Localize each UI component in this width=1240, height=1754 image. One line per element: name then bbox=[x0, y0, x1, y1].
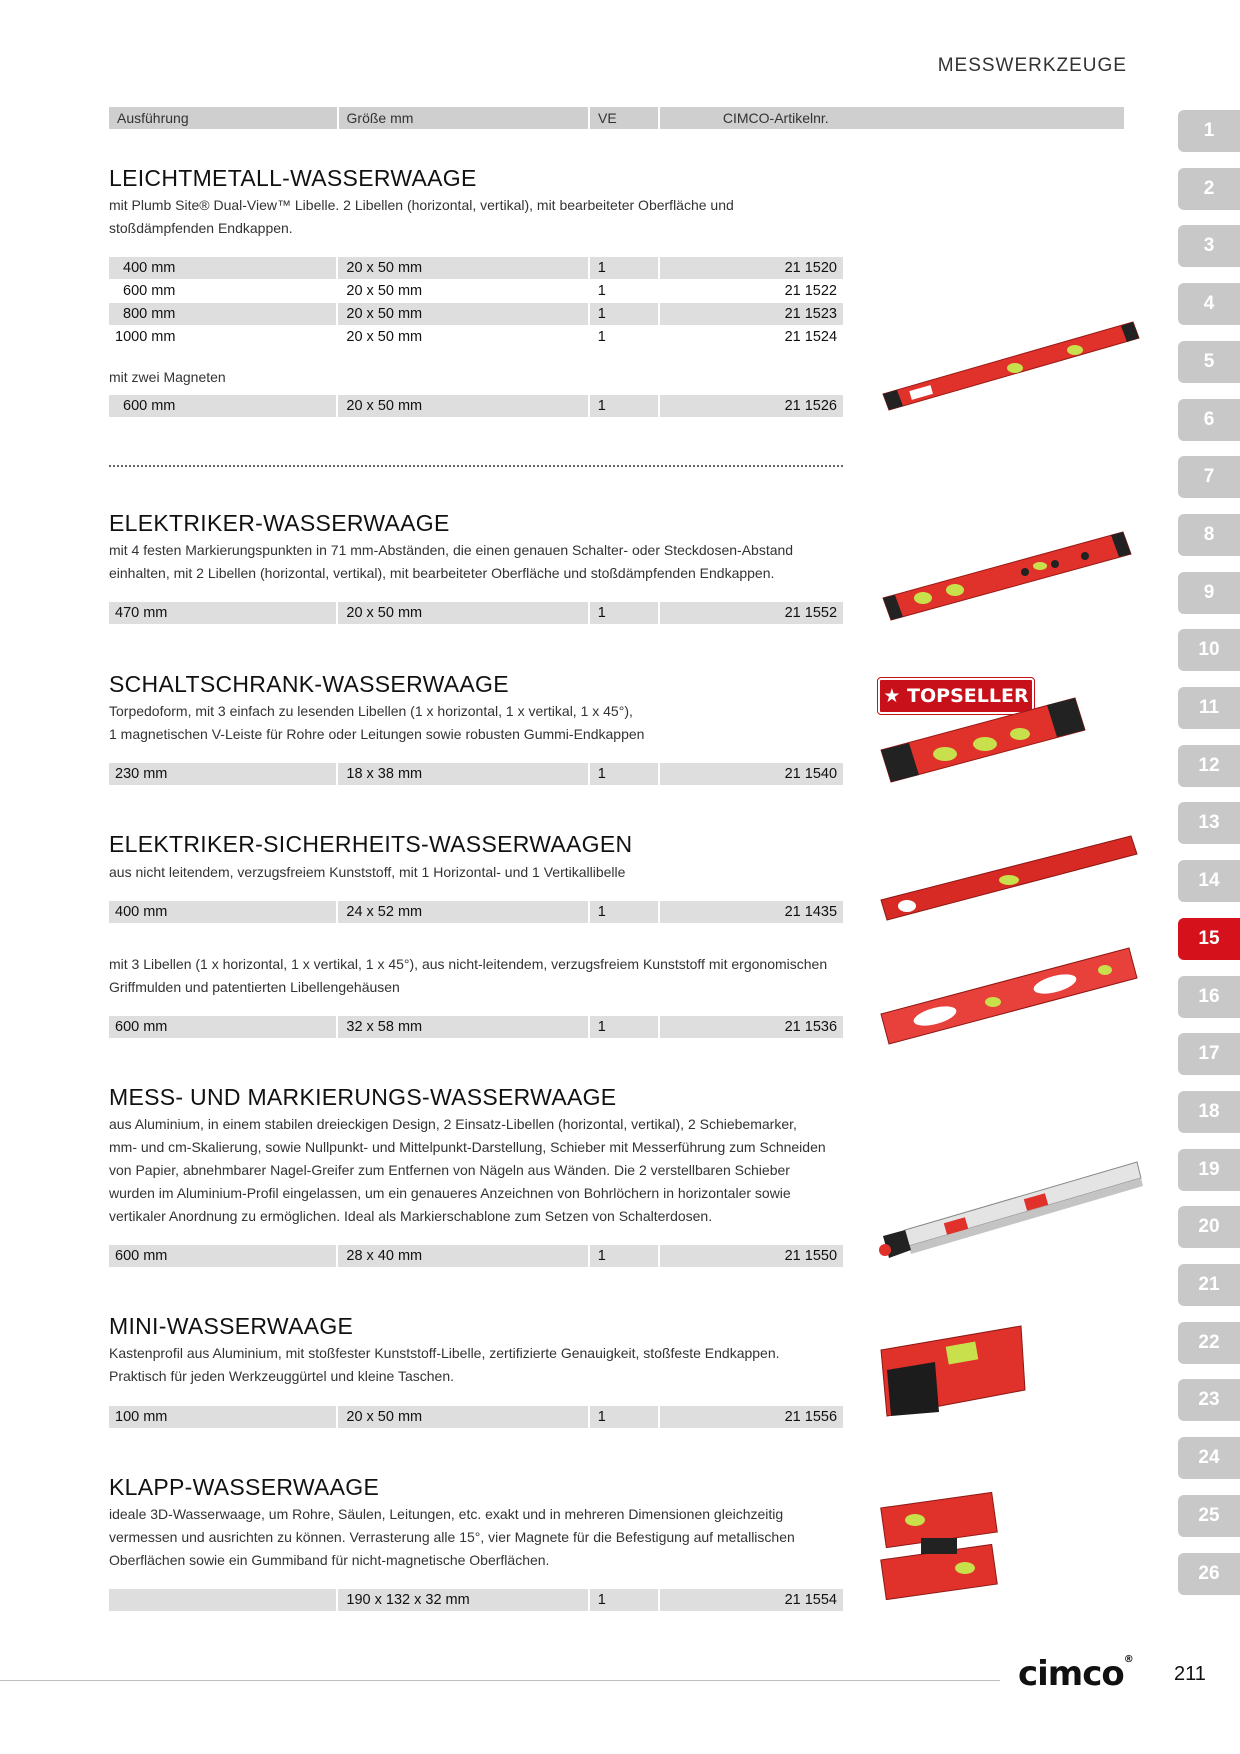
product-title: KLAPP-WASSERWAAGE bbox=[109, 1474, 380, 1500]
chapter-tab-23[interactable]: 23 bbox=[1178, 1379, 1240, 1421]
sicherheits-level-400-image bbox=[880, 835, 1138, 921]
product-description: mit 4 festen Markierungspunkten in 71 mm… bbox=[109, 542, 794, 581]
product-description: mit Plumb Site® Dual-View™ Libelle. 2 Li… bbox=[109, 197, 734, 236]
sicherheits-level-600-image bbox=[880, 947, 1138, 1045]
product-title: ELEKTRIKER-WASSERWAAGE bbox=[109, 510, 450, 536]
mini-level-image bbox=[880, 1325, 1026, 1417]
schaltschrank-level-image bbox=[880, 697, 1086, 783]
product-title: SCHALTSCHRANK-WASSERWAAGE bbox=[109, 671, 509, 697]
chapter-tab-12[interactable]: 12 bbox=[1178, 745, 1240, 787]
chapter-tab-9[interactable]: 9 bbox=[1178, 572, 1240, 614]
chapter-tab-2[interactable]: 2 bbox=[1178, 168, 1240, 210]
column-header-ausfuehrung: Ausführung bbox=[109, 107, 337, 129]
chapter-tab-21[interactable]: 21 bbox=[1178, 1264, 1240, 1306]
column-header-artikelnr: CIMCO-Artikelnr. bbox=[659, 107, 1124, 129]
chapter-tab-16[interactable]: 16 bbox=[1178, 976, 1240, 1018]
footer-divider bbox=[0, 1680, 1000, 1681]
leichtmetall-level-image bbox=[882, 321, 1140, 411]
product-description: ideale 3D-Wasserwaage, um Rohre, Säulen,… bbox=[109, 1506, 795, 1568]
section-title: MESSWERKZEUGE bbox=[937, 55, 1127, 76]
chapter-tab-8[interactable]: 8 bbox=[1178, 514, 1240, 556]
chapter-tab-26[interactable]: 26 bbox=[1178, 1553, 1240, 1595]
chapter-tab-25[interactable]: 25 bbox=[1178, 1495, 1240, 1537]
chapter-tab-15[interactable]: 15 bbox=[1178, 918, 1240, 960]
product-description: aus nicht leitendem, verzugsfreiem Kunst… bbox=[109, 864, 626, 880]
mess-markierungs-level-image bbox=[879, 1161, 1143, 1258]
product-description: aus Aluminium, in einem stabilen dreieck… bbox=[109, 1116, 826, 1224]
product-description: Torpedoform, mit 3 einfach zu lesenden L… bbox=[109, 703, 645, 742]
chapter-tab-22[interactable]: 22 bbox=[1178, 1322, 1240, 1364]
elektriker-level-image bbox=[882, 531, 1132, 621]
product-sub-note: mit 3 Libellen (1 x horizontal, 1 x vert… bbox=[109, 956, 828, 995]
product-sub-note: mit zwei Magneten bbox=[109, 369, 226, 385]
klapp-level-image bbox=[880, 1491, 998, 1601]
cimco-logo: cimco® bbox=[1018, 1654, 1134, 1694]
chapter-tab-11[interactable]: 11 bbox=[1178, 687, 1240, 729]
topseller-badge: ★ TOPSELLER ★ bbox=[877, 677, 1035, 739]
product-description: Kastenprofil aus Aluminium, mit stoßfest… bbox=[109, 1345, 780, 1384]
column-header-ve: VE bbox=[590, 107, 658, 129]
chapter-tab-6[interactable]: 6 bbox=[1178, 399, 1240, 441]
chapter-tab-4[interactable]: 4 bbox=[1178, 283, 1240, 325]
column-header-groesse: Größe mm bbox=[338, 107, 588, 129]
chapter-tab-24[interactable]: 24 bbox=[1178, 1437, 1240, 1479]
chapter-tab-14[interactable]: 14 bbox=[1178, 860, 1240, 902]
product-title: MINI-WASSERWAAGE bbox=[109, 1313, 354, 1339]
chapter-tab-18[interactable]: 18 bbox=[1178, 1091, 1240, 1133]
chapter-tab-7[interactable]: 7 bbox=[1178, 456, 1240, 498]
chapter-tab-13[interactable]: 13 bbox=[1178, 802, 1240, 844]
chapter-tab-3[interactable]: 3 bbox=[1178, 225, 1240, 267]
chapter-tab-19[interactable]: 19 bbox=[1178, 1149, 1240, 1191]
chapter-tab-17[interactable]: 17 bbox=[1178, 1033, 1240, 1075]
column-header-row: Ausführung Größe mm VE CIMCO-Artikelnr. bbox=[109, 107, 1124, 129]
page-number: 211 bbox=[1174, 1663, 1206, 1685]
chapter-tab-10[interactable]: 10 bbox=[1178, 629, 1240, 671]
product-title: LEICHTMETALL-WASSERWAAGE bbox=[109, 165, 477, 191]
section-divider bbox=[109, 465, 843, 467]
product-title: ELEKTRIKER-SICHERHEITS-WASSERWAAGEN bbox=[109, 831, 633, 857]
chapter-tab-5[interactable]: 5 bbox=[1178, 341, 1240, 383]
chapter-tab-1[interactable]: 1 bbox=[1178, 110, 1240, 152]
chapter-tab-20[interactable]: 20 bbox=[1178, 1206, 1240, 1248]
product-title: MESS- UND MARKIERUNGS-WASSERWAAGE bbox=[109, 1084, 617, 1110]
